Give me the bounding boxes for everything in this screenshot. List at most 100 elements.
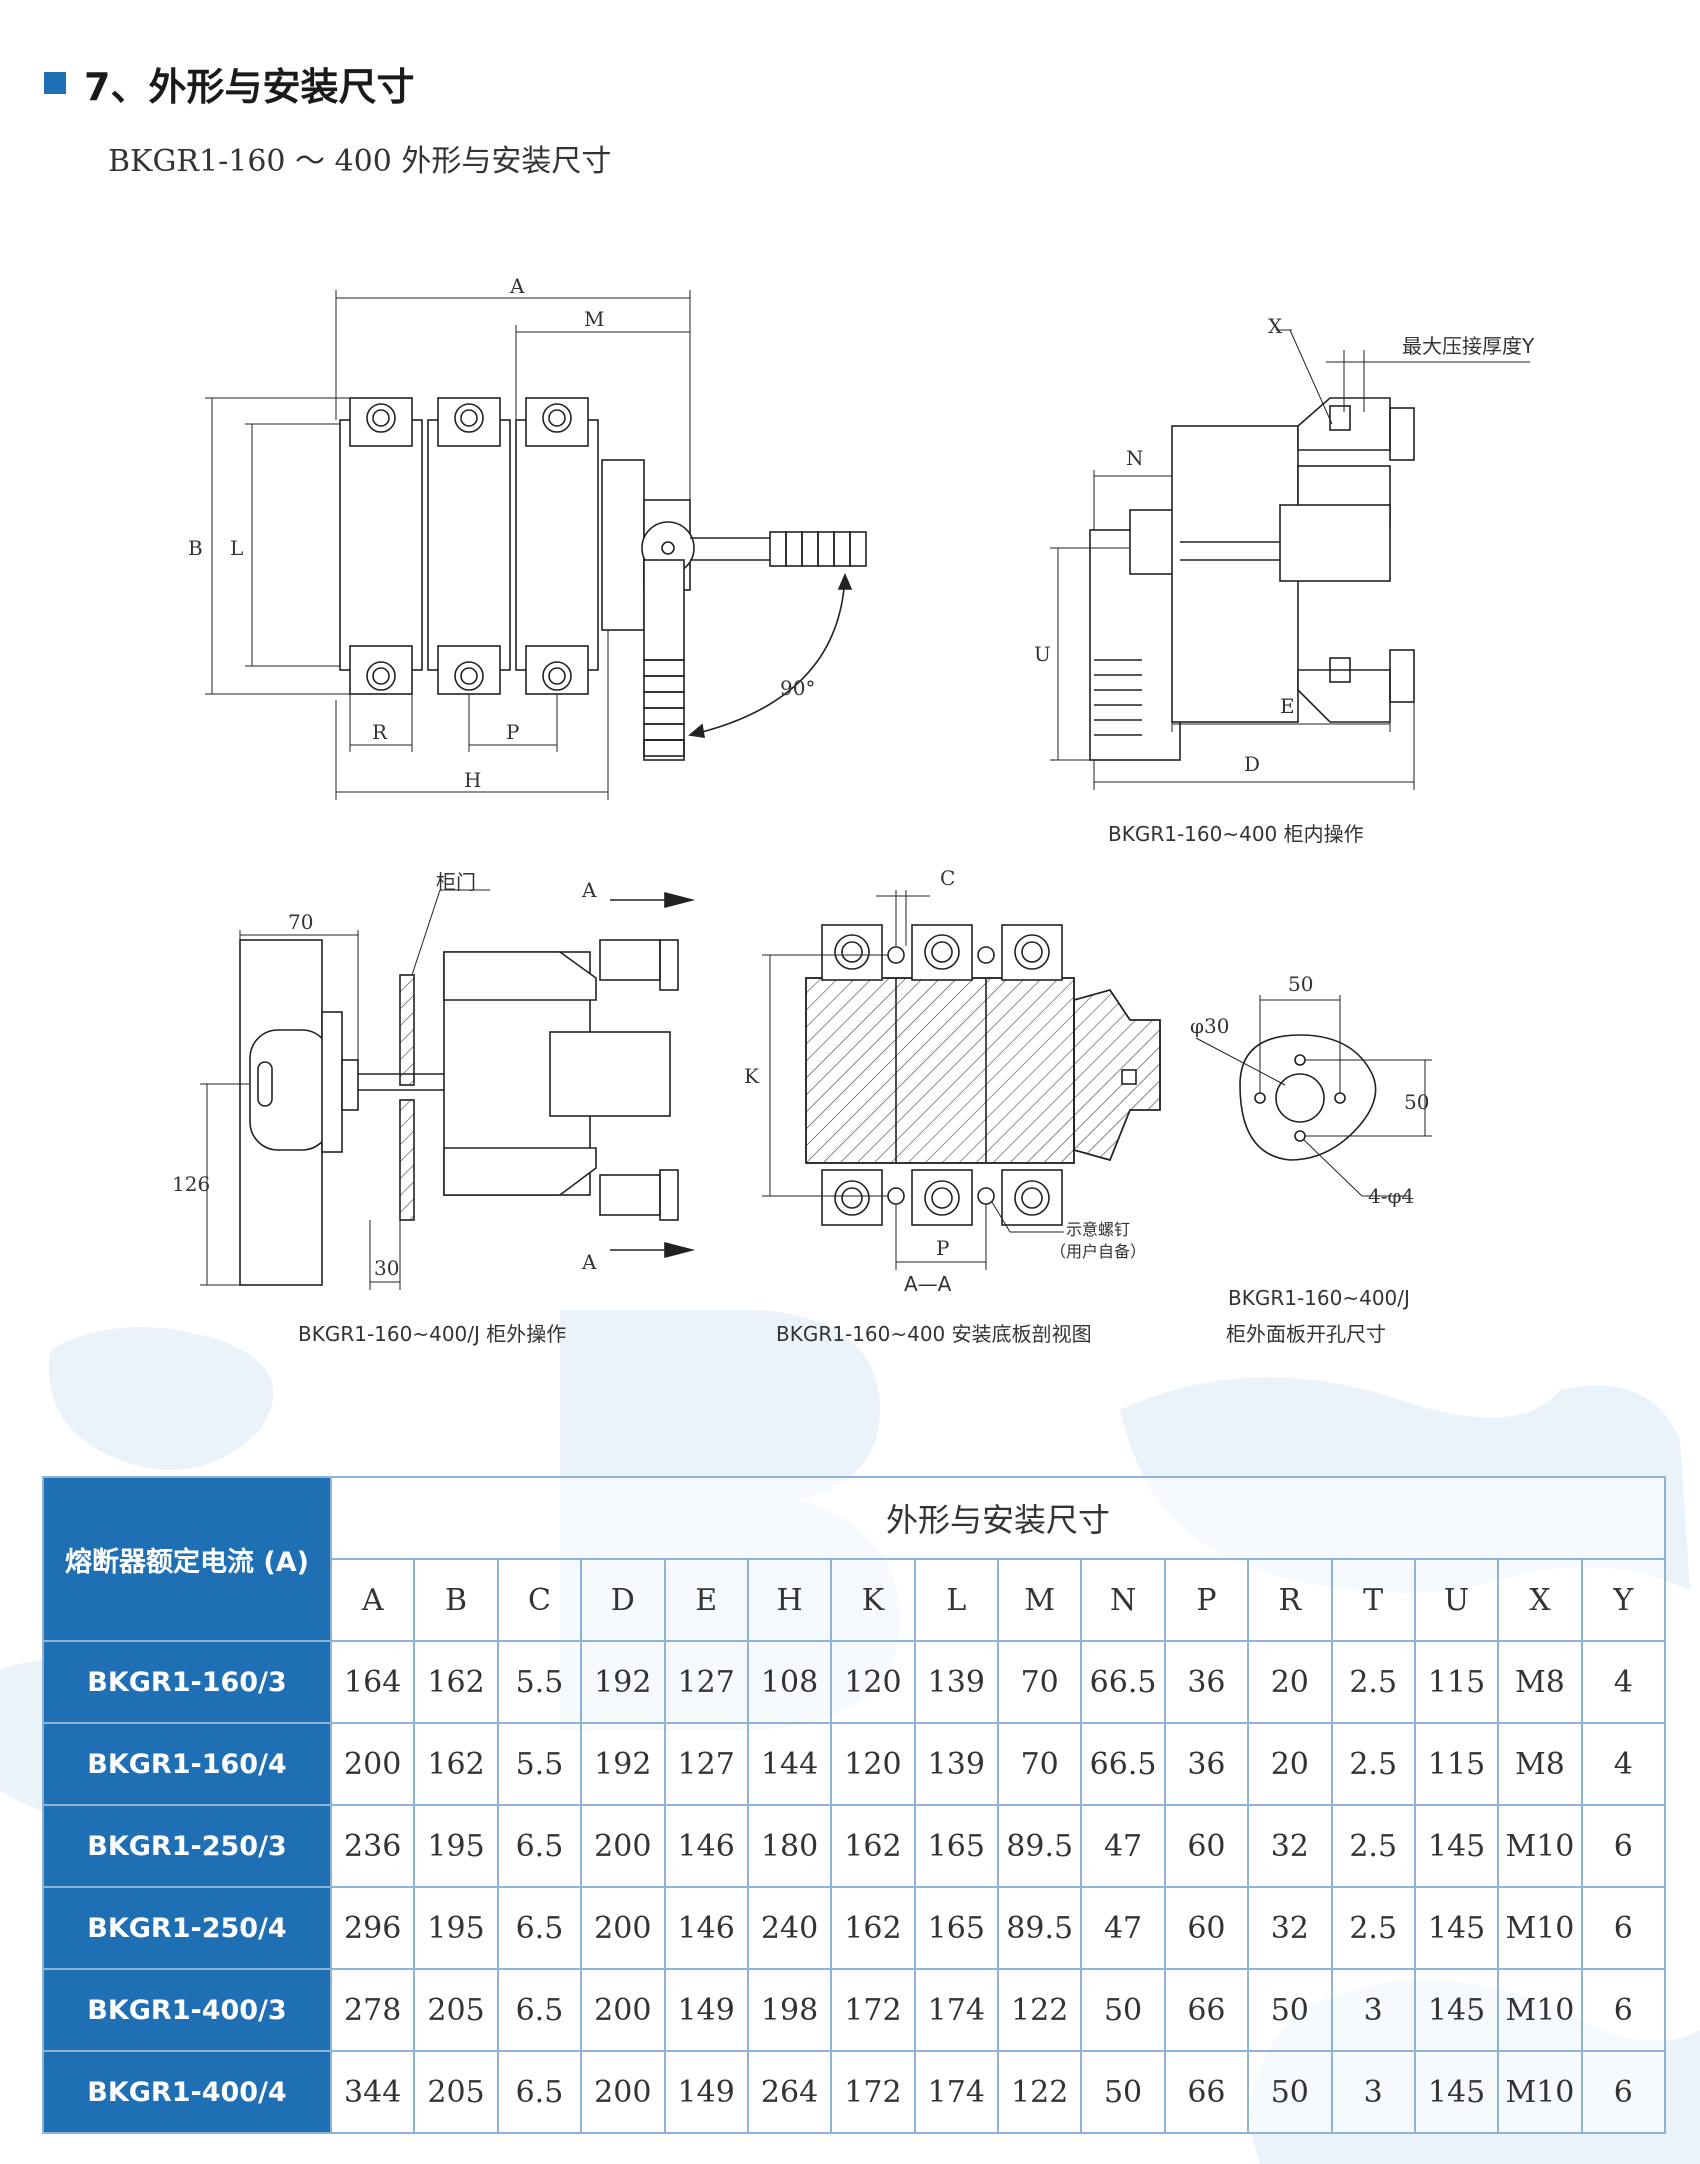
side-label-e: E xyxy=(1280,694,1295,718)
section-view-drawing xyxy=(762,890,1161,1270)
dimension-cell: 115 xyxy=(1413,1722,1500,1806)
dimension-cell: 162 xyxy=(830,1886,916,1970)
dimension-cell: 162 xyxy=(830,1804,916,1888)
dimension-cell: 195 xyxy=(413,1804,499,1888)
dimension-cell: 4 xyxy=(1580,1640,1667,1724)
dimension-cell: 6 xyxy=(1580,2050,1667,2134)
dimension-cell: 162 xyxy=(413,1640,499,1724)
dimension-cell: 200 xyxy=(580,2050,666,2134)
dimension-cell: 47 xyxy=(1080,1886,1166,1970)
dimension-cell: 192 xyxy=(580,1640,666,1724)
column-header-n: N xyxy=(1080,1558,1166,1642)
dimension-cell: 50 xyxy=(1247,2050,1333,2134)
dimension-cell: 144 xyxy=(746,1722,833,1806)
outside-view-caption: BKGR1-160~400/J 柜外操作 xyxy=(298,1322,567,1346)
model-column-header: 熔断器额定电流 (A) xyxy=(42,1476,332,1642)
dimension-cell: 236 xyxy=(329,1804,416,1888)
dimension-cell: 165 xyxy=(913,1804,1000,1888)
dimension-cell: 200 xyxy=(580,1968,666,2052)
dimension-cell: 60 xyxy=(1163,1886,1250,1970)
column-header-t: T xyxy=(1330,1558,1416,1642)
column-header-c: C xyxy=(496,1558,583,1642)
side-label-u: U xyxy=(1034,642,1051,666)
dimension-cell: 145 xyxy=(1413,1886,1500,1970)
dimension-cell: 70 xyxy=(996,1722,1083,1806)
front-label-p: P xyxy=(506,720,520,744)
section-label-aa: A—A xyxy=(904,1272,952,1296)
dimension-cell: 66 xyxy=(1163,1968,1250,2052)
dimension-cell: 6 xyxy=(1580,1968,1667,2052)
dimension-cell: 200 xyxy=(580,1804,666,1888)
dimension-cell: M8 xyxy=(1497,1722,1583,1806)
dimension-cell: 32 xyxy=(1247,1804,1333,1888)
outside-label-126: 126 xyxy=(172,1172,211,1196)
dimensions-group-header: 外形与安装尺寸 xyxy=(330,1476,1666,1560)
model-cell: BKGR1-250/4 xyxy=(42,1886,332,1970)
dimension-cell: 120 xyxy=(830,1722,916,1806)
panel-cutout-drawing xyxy=(1195,995,1432,1197)
dimension-cell: 192 xyxy=(580,1722,666,1806)
section-label-screw-note: （用户自备） xyxy=(1050,1242,1147,1261)
outside-label-a-top: A xyxy=(582,878,597,902)
dimension-cell: 47 xyxy=(1080,1804,1166,1888)
side-label-n: N xyxy=(1126,446,1144,470)
dimension-cell: 6.5 xyxy=(496,1804,583,1888)
dimension-cell: M10 xyxy=(1497,1886,1583,1970)
outside-label-30: 30 xyxy=(374,1256,400,1280)
dimension-cell: 264 xyxy=(746,2050,833,2134)
column-header-y: Y xyxy=(1580,1558,1667,1642)
front-label-m: M xyxy=(584,307,605,331)
dimension-cell: 70 xyxy=(996,1640,1083,1724)
model-cell: BKGR1-160/4 xyxy=(42,1722,332,1806)
dimension-cell: 205 xyxy=(413,1968,499,2052)
outside-label-70: 70 xyxy=(288,910,314,934)
dimension-cell: 2.5 xyxy=(1330,1804,1416,1888)
model-cell: BKGR1-400/4 xyxy=(42,2050,332,2134)
dimension-cell: 145 xyxy=(1413,1804,1500,1888)
dimension-cell: 6.5 xyxy=(496,2050,583,2134)
dimension-cell: 5.5 xyxy=(496,1640,583,1724)
dimension-cell: 122 xyxy=(996,2050,1083,2134)
dimension-cell: 66.5 xyxy=(1080,1722,1166,1806)
front-label-l: L xyxy=(230,536,244,560)
section-label-screw: 示意螺钉 xyxy=(1066,1220,1131,1239)
dimension-cell: 6.5 xyxy=(496,1886,583,1970)
side-label-d: D xyxy=(1244,752,1261,776)
front-label-b: B xyxy=(188,536,203,560)
dimension-cell: 89.5 xyxy=(996,1886,1083,1970)
section-title-text: 7、外形与安装尺寸 xyxy=(84,64,415,109)
dimension-cell: 3 xyxy=(1330,1968,1416,2052)
dimension-cell: 172 xyxy=(830,1968,916,2052)
dimension-cell: 20 xyxy=(1247,1640,1333,1724)
column-header-e: E xyxy=(663,1558,749,1642)
column-header-p: P xyxy=(1163,1558,1250,1642)
dimension-cell: 50 xyxy=(1247,1968,1333,2052)
dimension-cell: 165 xyxy=(913,1886,1000,1970)
column-header-r: R xyxy=(1247,1558,1333,1642)
dimension-cell: 174 xyxy=(913,1968,1000,2052)
outside-operation-drawing xyxy=(200,889,696,1290)
dimension-cell: 296 xyxy=(329,1886,416,1970)
dimension-cell: 174 xyxy=(913,2050,1000,2134)
dimension-cell: 195 xyxy=(413,1886,499,1970)
front-view-drawing xyxy=(205,290,867,800)
side-label-x: X xyxy=(1268,314,1283,338)
column-header-h: H xyxy=(746,1558,833,1642)
section-label-p: P xyxy=(936,1236,950,1260)
dimension-cell: 122 xyxy=(996,1968,1083,2052)
panel-caption-line1: BKGR1-160~400/J xyxy=(1228,1286,1410,1310)
dimension-cell: 145 xyxy=(1413,2050,1500,2134)
side-label-y: 最大压接厚度Y xyxy=(1402,334,1535,358)
dimension-cell: M8 xyxy=(1497,1640,1583,1724)
dimension-cell: 145 xyxy=(1413,1968,1500,2052)
dimension-cell: 89.5 xyxy=(996,1804,1083,1888)
dimension-cell: 50 xyxy=(1080,2050,1166,2134)
section-label-c: C xyxy=(940,866,956,890)
column-header-x: X xyxy=(1497,1558,1583,1642)
